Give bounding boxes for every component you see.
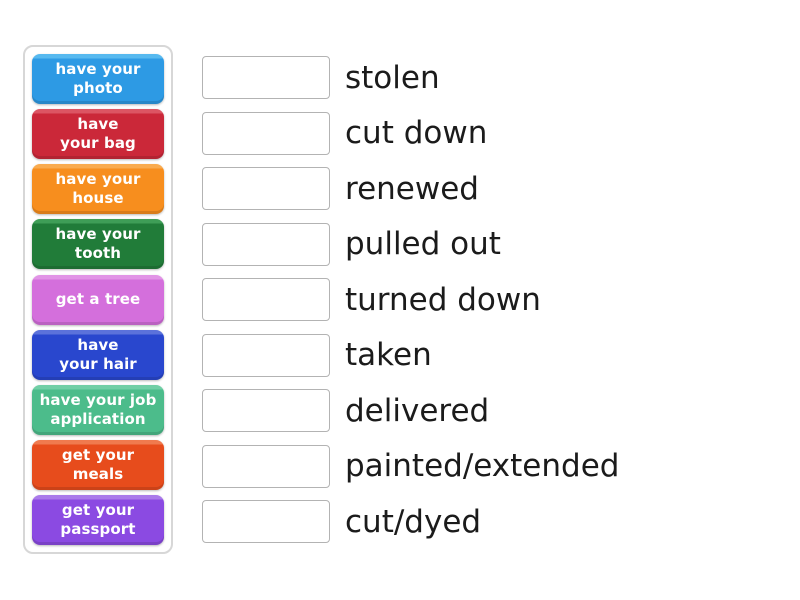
drop-zone[interactable] [202, 444, 330, 488]
match-row: turned down [202, 278, 619, 321]
tile-label: get a tree [55, 290, 141, 308]
tile-panel: have your photo have your bag have your … [23, 45, 173, 554]
draggable-tile[interactable]: get your meals [32, 439, 164, 490]
drop-zone[interactable] [202, 333, 330, 377]
drop-zone[interactable] [202, 500, 330, 543]
draggable-tile[interactable]: have your tooth [32, 219, 164, 270]
tile-label: have your tooth [55, 225, 141, 263]
draggable-tile[interactable]: have your bag [32, 109, 164, 160]
match-row: renewed [202, 167, 619, 210]
answer-label: renewed [345, 170, 479, 207]
tile-label: get your meals [61, 445, 135, 483]
answer-label: stolen [345, 59, 440, 96]
tile-label: have your hair [59, 335, 137, 373]
match-row: pulled out [202, 222, 619, 266]
drop-zone[interactable] [202, 389, 330, 432]
drop-zone[interactable] [202, 56, 330, 99]
tile-label: get your passport [60, 501, 136, 538]
draggable-tile[interactable]: get a tree [32, 274, 164, 325]
drop-zone[interactable] [202, 111, 330, 155]
tile-label: have your job application [39, 390, 157, 428]
draggable-tile[interactable]: have your job application [32, 384, 164, 435]
answer-label: taken [345, 337, 432, 373]
draggable-tile[interactable]: have your house [32, 164, 164, 215]
tile-label: have your bag [60, 115, 136, 153]
answer-label: cut down [345, 115, 488, 151]
match-row: stolen [202, 56, 619, 99]
tile-label: have your house [55, 170, 141, 208]
drop-zone[interactable] [202, 167, 330, 210]
match-row: painted/extended [202, 444, 620, 488]
drop-zone[interactable] [202, 222, 330, 266]
draggable-tile[interactable]: get your passport [32, 495, 164, 545]
answer-label: delivered [345, 392, 490, 429]
match-row: cut down [202, 111, 619, 155]
answer-label: pulled out [345, 226, 501, 262]
draggable-tile[interactable]: have your photo [32, 54, 164, 104]
answer-label: painted/extended [345, 448, 620, 484]
match-row: delivered [202, 389, 619, 432]
answer-label: cut/dyed [345, 503, 482, 540]
match-row: cut/dyed [202, 500, 619, 543]
drop-zone[interactable] [202, 278, 330, 321]
tile-label: have your photo [55, 60, 141, 97]
draggable-tile[interactable]: have your hair [32, 329, 164, 380]
match-row: taken [202, 333, 619, 377]
answer-column: stolen cut down renewed pulled out turne… [202, 56, 619, 543]
answer-label: turned down [345, 281, 541, 318]
